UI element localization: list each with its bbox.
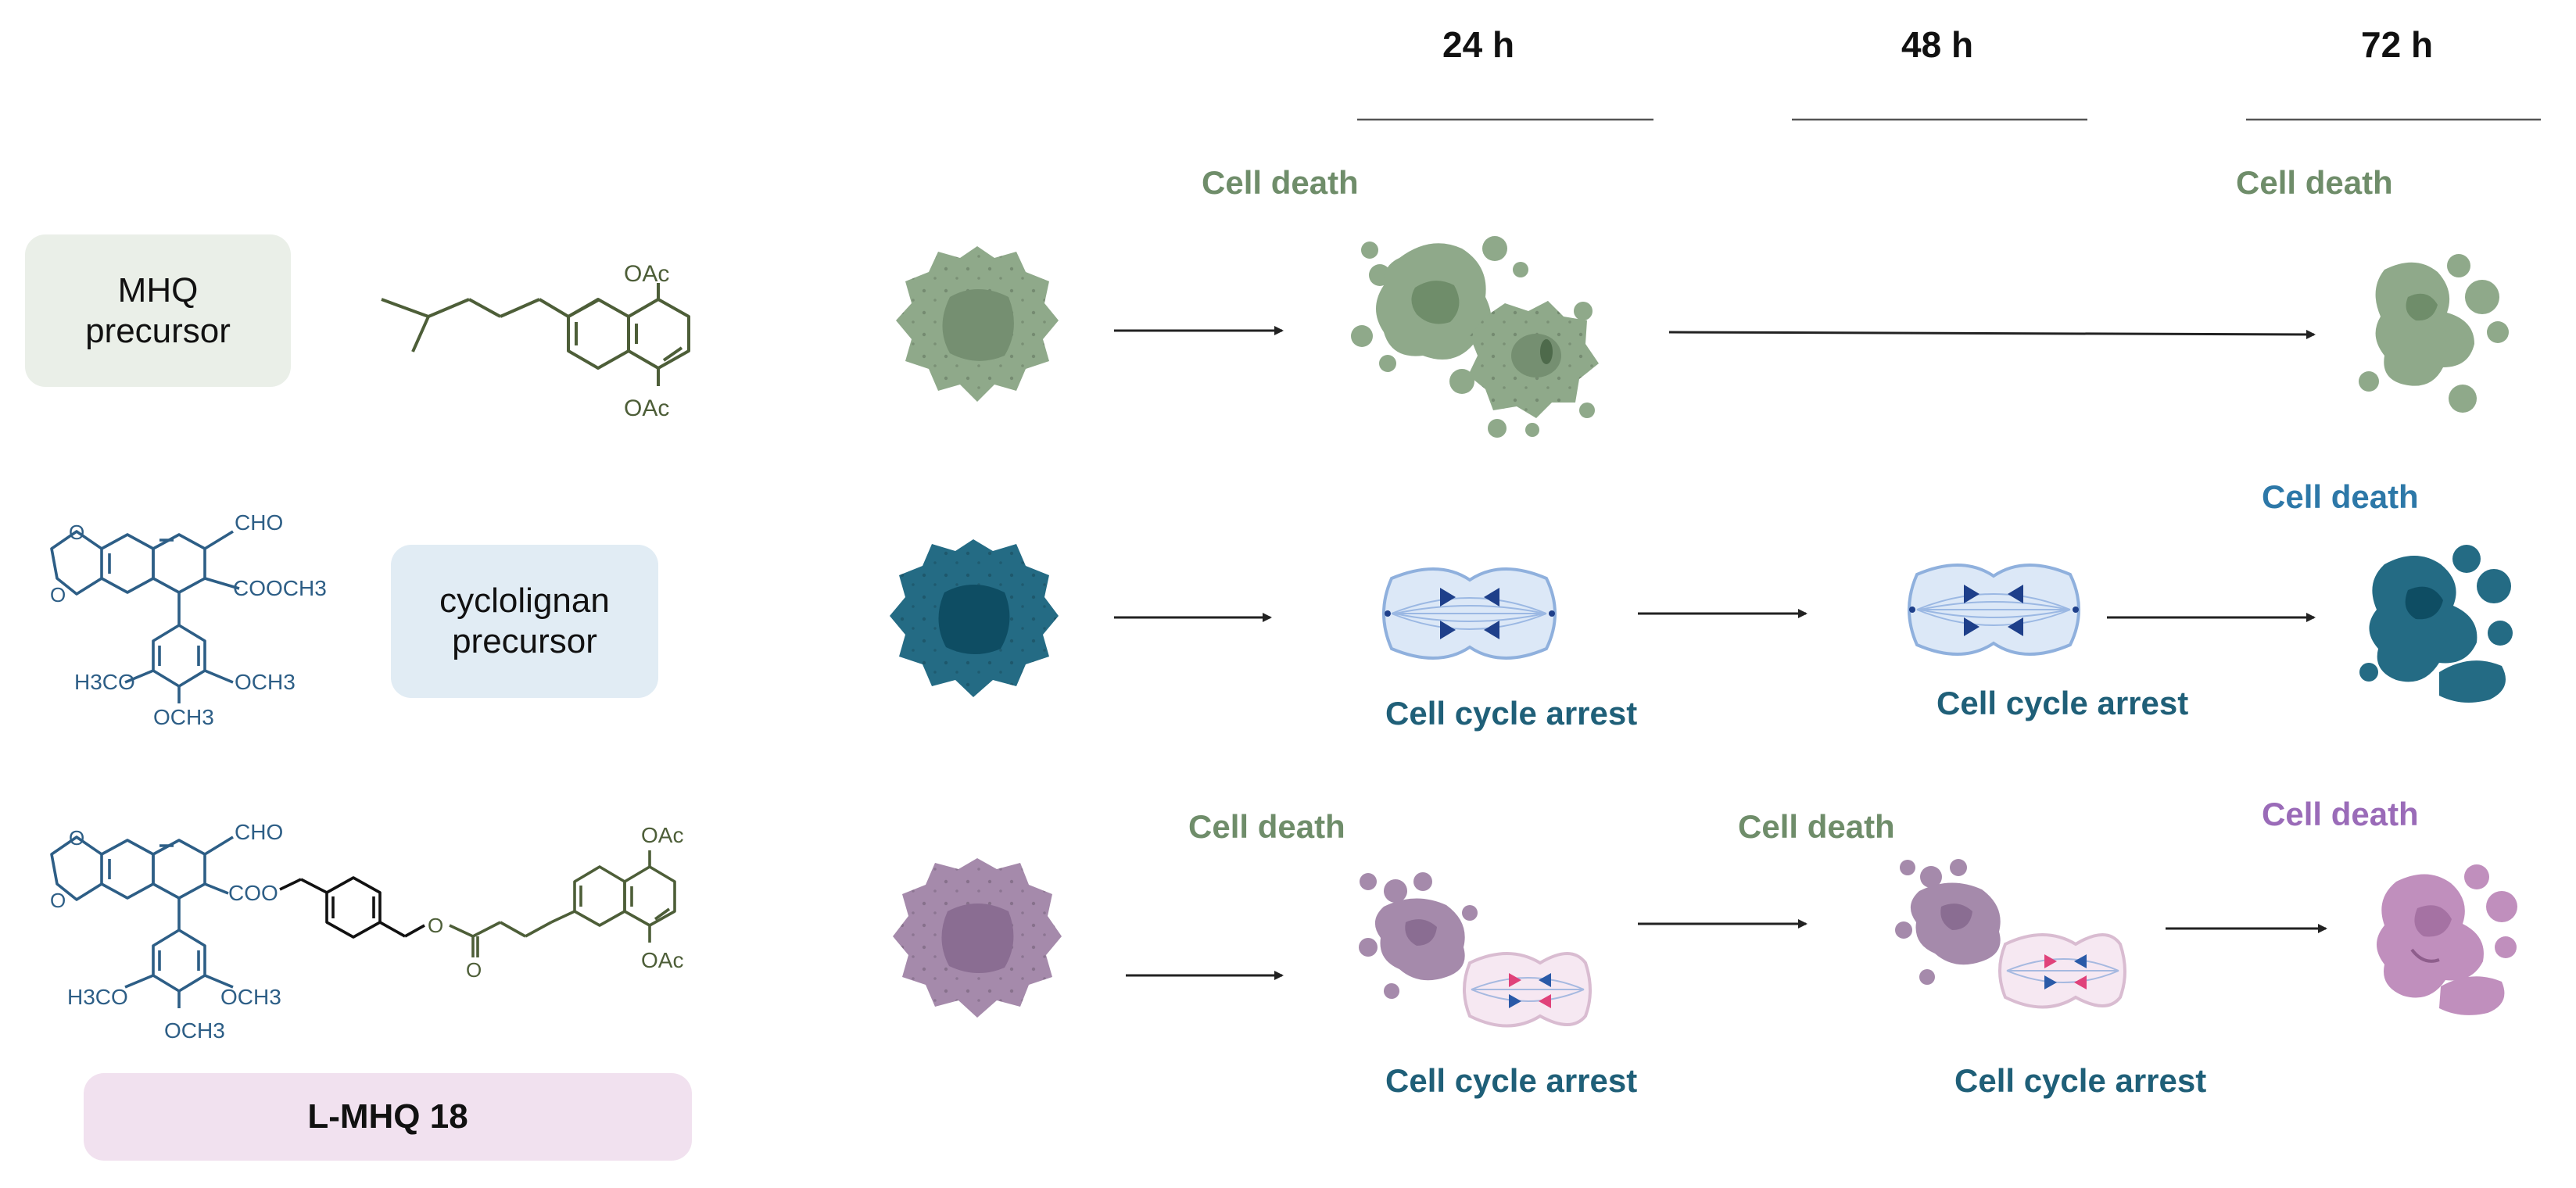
compound-box-mhq: MHQ precursor [25,234,291,387]
compound-label-mhq-line2: precursor [85,311,231,350]
cell-mhq-start [896,246,1059,402]
chem-label-och3-bottom-row2: OCH3 [153,705,214,729]
cell-lmhq-mixed-24h [1359,872,1592,1028]
chem-label-oac-top-row3: OAc [641,823,683,847]
chem-label-h3co-row2: H3CO [74,670,135,694]
mitotic-cell-row2-24h [1382,567,1557,660]
structure-cyclolignan-precursor [50,530,240,703]
time-header-48h: 48 h [1901,24,1974,65]
chem-label-o-d: O [50,889,66,912]
cell-lmhq-start [893,858,1062,1018]
compound-label-cyclolignan-line1: cyclolignan [439,581,610,620]
time-header-24h: 24 h [1442,24,1515,65]
label-cell-cycle-arrest-row2-24h: Cell cycle arrest [1385,695,1637,732]
cell-cyclolignan-start [890,539,1059,697]
chem-label-och3-right-row2: OCH3 [235,670,296,694]
chem-label-oac-top: OAc [624,261,669,287]
label-cell-cycle-arrest-row3-48h: Cell cycle arrest [1954,1062,2206,1099]
chem-label-cho-row2: CHO [235,510,283,535]
label-cell-death-row3-48h: Cell death [1738,808,1895,845]
structure-lmhq18 [50,836,676,1008]
chem-label-cho-row3: CHO [235,820,283,844]
compound-box-lmhq18: L-MHQ 18 [84,1073,692,1161]
mitotic-cell-row2-48h [1908,564,2080,656]
label-cell-death-row3-24h: Cell death [1188,808,1345,845]
label-cell-cycle-arrest-row3-24h: Cell cycle arrest [1385,1062,1637,1099]
chem-label-cooch3: COOCH3 [233,576,327,600]
cell-lmhq-death-72h [2377,864,2517,1015]
chem-label-o-c: O [69,826,84,850]
label-cell-death-row3-72h: Cell death [2262,796,2419,832]
time-header-72h: 72 h [2361,24,2434,65]
chem-label-coo: COO [228,881,278,905]
arrow-row1-long [1668,329,2316,339]
cell-mhq-death-24h [1351,236,1599,438]
chem-label-o-b: O [50,583,66,607]
compound-label-cyclolignan-line2: precursor [452,622,597,660]
label-cell-cycle-arrest-row2-48h: Cell cycle arrest [1936,685,2188,721]
label-cell-death-row1-24h: Cell death [1202,164,1359,201]
label-cell-death-row2-72h: Cell death [2262,478,2419,515]
compound-label-mhq-line1: MHQ [117,270,199,310]
chem-label-och3-right-row3: OCH3 [220,985,281,1009]
compound-label-lmhq18: L-MHQ 18 [307,1097,468,1136]
chem-label-ester-o: O [428,914,443,937]
compound-box-cyclolignan: cyclolignan precursor [391,545,658,698]
cell-cyclolignan-death-72h [2359,545,2513,703]
cell-lmhq-mixed-48h [1895,859,2126,1009]
cell-mhq-death-72h [2359,254,2509,413]
chem-label-oac-bottom-row3: OAc [641,948,683,972]
chem-label-h3co-row3: H3CO [67,985,128,1009]
chem-label-o-a: O [69,521,84,544]
label-cell-death-row1-72h: Cell death [2236,164,2393,201]
chem-label-oac-bottom: OAc [624,395,669,421]
structure-mhq-precursor [381,283,690,386]
chem-label-och3-bottom-row3: OCH3 [164,1018,225,1043]
chem-label-carbonyl-o: O [466,958,482,982]
